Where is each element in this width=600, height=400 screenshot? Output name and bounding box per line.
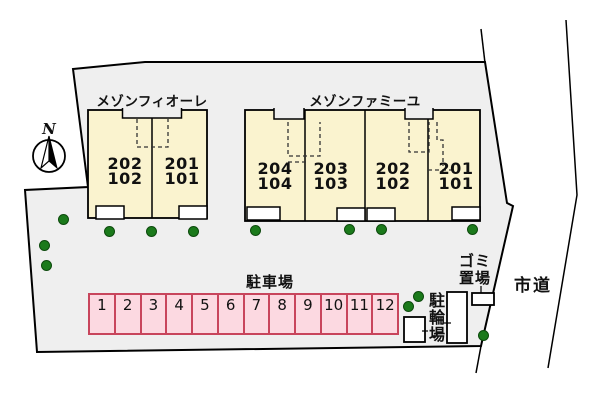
parking-stall: 1 (90, 295, 116, 333)
building-1-entry-notch (122, 108, 182, 118)
bicycle-parking-label: 駐輪場 (426, 292, 445, 343)
building-1-entry-notch-outline (121, 108, 183, 119)
parking-stall: 10 (322, 295, 348, 333)
parking-stall: 3 (142, 295, 168, 333)
parking-stall: 6 (219, 295, 245, 333)
road-inner-edge-top (480, 28, 486, 64)
bicycle-shelter-small (403, 316, 426, 343)
building-2-porch-1 (246, 206, 281, 221)
tree-marker (413, 291, 424, 302)
unit-label: 201 101 (426, 159, 486, 194)
stall-number: 10 (324, 296, 344, 314)
parking-stall: 5 (193, 295, 219, 333)
road-inner-edge-bottom (475, 345, 482, 374)
tree-marker (403, 301, 414, 312)
unit-label: 202 102 (363, 159, 423, 194)
parking-stall: 8 (270, 295, 296, 333)
building-2-outline (244, 109, 481, 222)
parking-stall: 12 (373, 295, 397, 333)
tree-marker (41, 260, 52, 271)
tree-marker (146, 226, 157, 237)
tree-marker (467, 224, 478, 235)
garbage-box (471, 292, 495, 306)
building-2-name: メゾンファミーユ (309, 94, 421, 110)
stall-number: 6 (225, 296, 236, 314)
unit-lower: 103 (313, 174, 349, 194)
parking-stall: 7 (245, 295, 271, 333)
building-2-entry-notch-2 (405, 108, 433, 119)
building-2-entry-notch-1-outline (273, 108, 305, 120)
parking-stall: 9 (296, 295, 322, 333)
unit-label: 204 104 (245, 159, 305, 194)
building-2-entry-notch-2-outline (404, 108, 434, 120)
unit-upper: 203 (313, 159, 349, 178)
parking-stall: 11 (348, 295, 374, 333)
parking-stall: 2 (116, 295, 142, 333)
tree-marker (478, 330, 489, 341)
building-2-stair-dashed-1 (287, 122, 321, 157)
building-2-stair-dashed-3 (436, 122, 444, 166)
unit-lower: 101 (438, 174, 474, 194)
unit-upper: 201 (438, 159, 474, 178)
parking-label: 駐車場 (245, 273, 294, 291)
building-1-stair-dashed (136, 119, 169, 148)
building-1-name: メゾンフィオーレ (96, 94, 208, 110)
stall-number: 12 (375, 296, 395, 314)
building-2-porch-2 (336, 207, 366, 222)
stall-number: 11 (349, 296, 369, 314)
stall-number: 2 (122, 296, 133, 314)
unit-lower: 102 (375, 174, 411, 194)
tree-marker (104, 226, 115, 237)
parking-row: 1 2 3 4 5 6 7 8 9 10 11 12 (88, 293, 399, 335)
unit-label: 202 102 (95, 154, 155, 189)
building-2-porch-3 (366, 207, 396, 222)
unit-label: 203 103 (301, 159, 361, 194)
stall-number: 4 (174, 296, 184, 314)
tree-marker (39, 240, 50, 251)
unit-lower: 101 (164, 169, 200, 189)
north-compass-icon (32, 135, 66, 173)
tree-marker (344, 224, 355, 235)
stall-number: 7 (251, 296, 262, 314)
unit-upper: 204 (257, 159, 293, 178)
building-1-porch-right (178, 205, 208, 220)
unit-label: 201 101 (152, 154, 212, 189)
tree-marker (250, 225, 261, 236)
stall-number: 3 (148, 296, 159, 314)
unit-lower: 102 (107, 169, 143, 189)
stall-number: 9 (303, 296, 313, 314)
stall-number: 5 (200, 296, 210, 314)
building-1-porch-left (95, 205, 125, 220)
building-2-entry-notch-1 (274, 108, 304, 119)
tree-marker (58, 214, 69, 225)
unit-upper: 201 (164, 154, 200, 173)
compass-north-label: N (42, 120, 56, 138)
parking-stall: 4 (167, 295, 193, 333)
unit-upper: 202 (107, 154, 143, 173)
stall-number: 1 (97, 296, 107, 314)
tree-marker (376, 224, 387, 235)
road-outer-edge (547, 19, 578, 369)
unit-lower: 104 (257, 174, 293, 194)
building-2-porch-4 (451, 206, 481, 221)
tree-marker (188, 226, 199, 237)
building-2-stair-dashed-2 (408, 122, 430, 153)
garbage-area-label: ゴミ置場 (458, 252, 491, 287)
building-1-outline (87, 109, 208, 219)
road-label: 市道 (514, 276, 552, 296)
stall-number: 8 (277, 296, 287, 314)
unit-upper: 202 (375, 159, 411, 178)
bicycle-shelter-tall (446, 291, 468, 344)
